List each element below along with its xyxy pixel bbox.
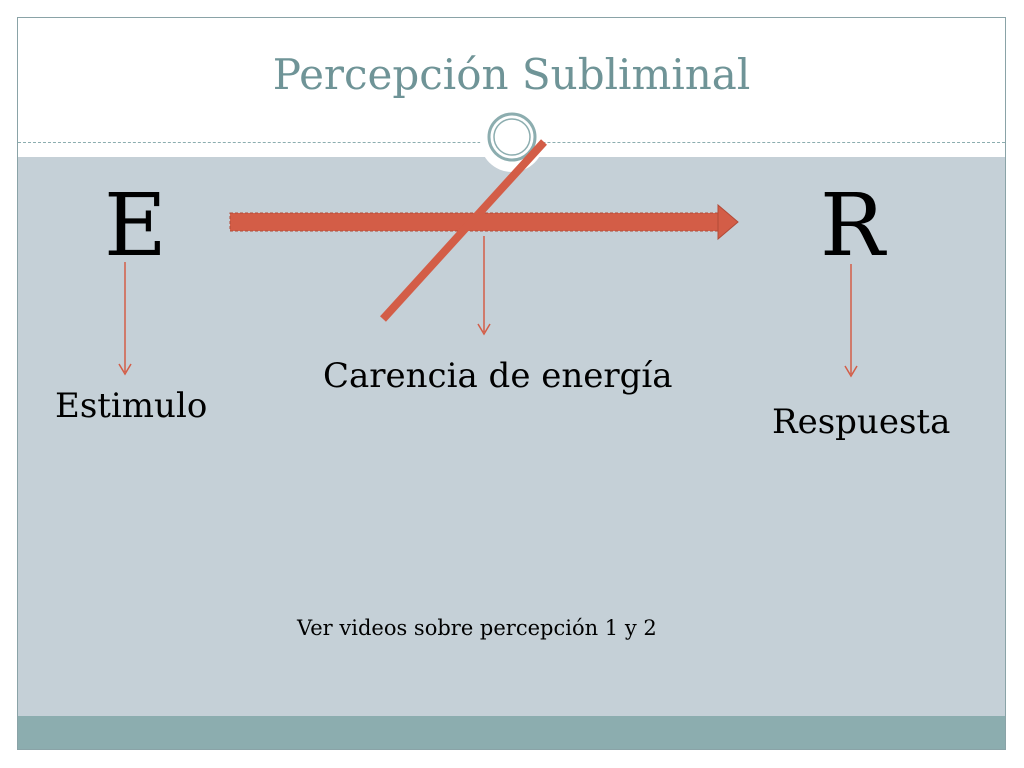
response-letter: R [820, 176, 885, 276]
footer-band [18, 716, 1005, 749]
slide-frame [17, 17, 1006, 750]
slide-title: Percepción Subliminal [272, 50, 751, 99]
ring-ornament [480, 108, 544, 172]
pointer-arrow-estimulo [118, 262, 132, 376]
response-label: Respuesta [772, 402, 951, 442]
energy-label: Carencia de energía [323, 356, 673, 396]
stimulus-letter: E [104, 176, 167, 276]
video-note: Ver videos sobre percepción 1 y 2 [297, 616, 657, 640]
block-slash [380, 139, 547, 322]
content-panel [18, 157, 1005, 716]
pointer-arrow-energia [477, 236, 491, 336]
stimulus-label: Estimulo [55, 386, 208, 426]
pointer-arrow-respuesta [844, 264, 858, 378]
